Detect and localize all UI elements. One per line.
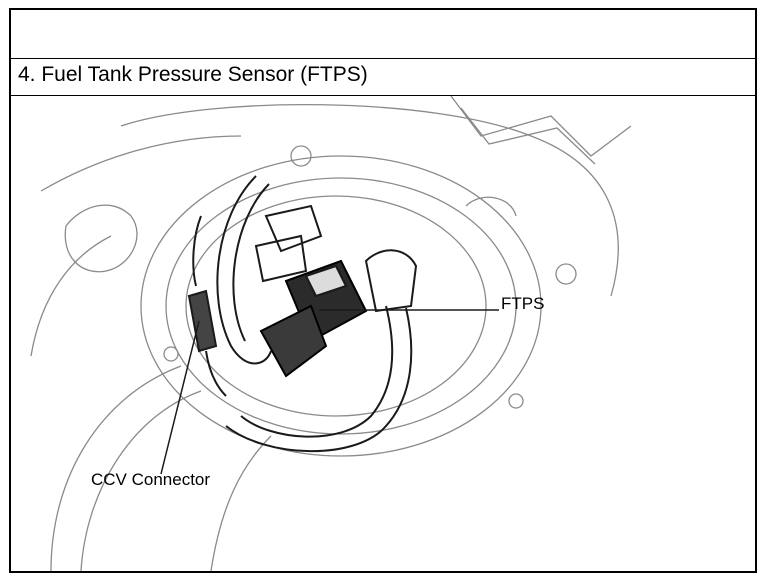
pump-ring-outer	[140, 155, 542, 457]
ccv-wire	[192, 215, 202, 287]
ccv-leader-line	[160, 320, 200, 475]
figure-frame: 4. Fuel Tank Pressure Sensor (FTPS)	[9, 8, 757, 573]
fuel-line-fitting	[364, 249, 418, 313]
mount-hole	[163, 346, 179, 362]
pump-ring-inner	[185, 195, 487, 417]
hose-loop-inner	[232, 183, 270, 342]
tank-left-curve	[30, 235, 112, 357]
top-connector-lower	[254, 234, 308, 283]
tank-lower-left-arc	[50, 365, 182, 571]
fuel-line	[240, 305, 394, 438]
tank-outer-contour	[120, 103, 619, 297]
ftps-sensor-bracket	[259, 304, 328, 378]
left-flange	[64, 204, 138, 273]
fuel-tank-illustration	[30, 96, 632, 571]
top-connector	[264, 204, 323, 253]
ccv-wire-lower	[205, 350, 227, 397]
tank-outer-contour-2	[40, 135, 242, 192]
mount-hole	[508, 393, 524, 409]
title-bar: 4. Fuel Tank Pressure Sensor (FTPS)	[11, 58, 755, 96]
section-title: 4. Fuel Tank Pressure Sensor (FTPS)	[18, 63, 368, 86]
tank-lower-left-arc-2	[80, 390, 202, 571]
ftps-callout-label: FTPS	[501, 294, 545, 313]
ccv-connector-callout-label: CCV Connector	[91, 470, 211, 489]
mount-hole	[555, 263, 577, 285]
hose-loop	[216, 175, 272, 365]
tank-ridge	[450, 96, 632, 157]
ftps-sensor-top	[304, 264, 348, 298]
pump-ring-mid	[165, 177, 517, 435]
fuel-line-2	[225, 307, 413, 453]
tank-ridge-2	[460, 107, 596, 165]
tank-lower-arc	[210, 435, 272, 571]
mount-hole	[290, 145, 312, 167]
right-flange	[465, 196, 517, 217]
